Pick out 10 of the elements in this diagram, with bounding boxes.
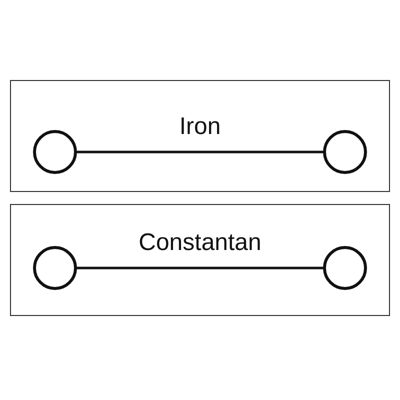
- connecting-line: [76, 150, 324, 154]
- connecting-line: [76, 266, 324, 270]
- edge-label: Iron: [179, 113, 221, 141]
- terminal-circle: [32, 130, 76, 174]
- edge-label: Constantan: [138, 229, 262, 257]
- terminal-circle: [32, 246, 76, 290]
- terminal-circle: [322, 130, 366, 174]
- panel-box: [10, 204, 390, 316]
- terminal-circle: [322, 246, 366, 290]
- panel-box: [10, 80, 390, 192]
